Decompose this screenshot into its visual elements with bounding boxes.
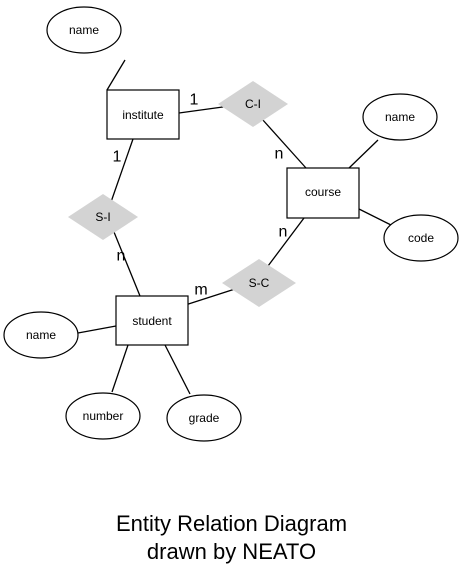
relationship-ci-label: C-I	[245, 97, 261, 111]
attribute-institute-name: name	[46, 6, 122, 54]
entity-student: student	[115, 295, 189, 346]
cardinality-sc-course: n	[279, 224, 288, 241]
attribute-course-code-label: code	[408, 231, 434, 245]
cardinality-institute-si: 1	[113, 149, 122, 166]
attribute-course-code: code	[383, 214, 459, 262]
attribute-institute-name-label: name	[69, 23, 99, 37]
entity-student-label: student	[132, 314, 172, 328]
edge-institute-si	[110, 138, 134, 203]
edge-course-name	[347, 139, 379, 170]
relationship-sc: S-C	[222, 259, 296, 307]
attribute-course-name-label: name	[385, 110, 415, 124]
cardinality-student-sc: m	[194, 282, 207, 299]
attribute-student-number: number	[65, 392, 141, 440]
edge-ci-course	[261, 118, 307, 169]
edge-si-student	[113, 231, 141, 297]
attribute-student-grade-label: grade	[189, 411, 220, 425]
attribute-student-name-label: name	[26, 328, 56, 342]
edge-institute-name	[106, 59, 126, 91]
entity-course-label: course	[305, 185, 341, 199]
edge-student-grade	[164, 344, 191, 395]
cardinality-ci-course: n	[275, 146, 284, 163]
edge-course-code	[358, 208, 392, 226]
caption-subtitle: drawn by NEATO	[146, 539, 317, 564]
attribute-student-number-label: number	[83, 409, 124, 423]
edge-student-number	[111, 344, 129, 393]
attribute-student-grade: grade	[166, 394, 242, 442]
entity-institute-label: institute	[122, 108, 164, 122]
attribute-course-name: name	[362, 93, 438, 141]
relationship-si: S-I	[68, 194, 138, 240]
cardinality-si-student: n	[117, 248, 126, 265]
entity-institute: institute	[106, 89, 180, 140]
edge-student-name	[77, 325, 117, 334]
relationship-si-label: S-I	[95, 210, 110, 224]
entity-course: course	[286, 167, 360, 219]
relationship-ci: C-I	[218, 81, 288, 127]
caption-title: Entity Relation Diagram	[115, 511, 348, 536]
attribute-student-name: name	[3, 311, 79, 359]
cardinality-institute-ci: 1	[190, 92, 199, 109]
edge-sc-course	[267, 217, 305, 267]
edge-institute-ci	[178, 105, 231, 114]
relationship-sc-label: S-C	[249, 276, 270, 290]
